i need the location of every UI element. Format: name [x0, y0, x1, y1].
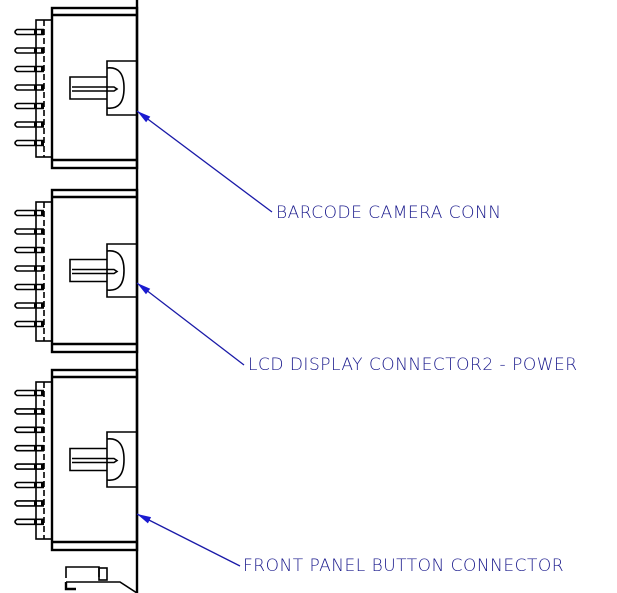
mounting-bracket — [64, 566, 138, 593]
pin — [14, 463, 44, 470]
arrowhead-icon — [137, 111, 151, 123]
pin — [14, 28, 44, 36]
pin — [14, 228, 44, 235]
pin — [14, 102, 44, 110]
pin — [14, 426, 44, 434]
pin — [14, 84, 44, 91]
pin — [14, 500, 44, 507]
leader-line — [136, 513, 241, 567]
pin — [14, 283, 44, 291]
connector-barcode-camera — [14, 6, 139, 170]
pin — [14, 408, 44, 415]
pin — [14, 209, 44, 217]
pin — [14, 65, 44, 73]
leader-line — [136, 110, 273, 213]
pin — [14, 481, 44, 489]
pin — [14, 246, 44, 254]
pin — [14, 518, 44, 526]
connector-latch — [69, 243, 137, 298]
pin — [14, 302, 44, 309]
pin — [14, 139, 44, 147]
pin — [14, 121, 44, 128]
pin — [14, 444, 44, 452]
pin — [14, 389, 44, 397]
leader-line — [136, 282, 245, 366]
label-barcode-camera: BARCODE CAMERA CONN — [276, 203, 502, 223]
arrowhead-icon — [137, 283, 151, 295]
label-front-panel-button: FRONT PANEL BUTTON CONNECTOR — [243, 556, 565, 576]
connector-latch — [69, 60, 137, 116]
leader-lcd-display-power — [136, 282, 245, 366]
leader-barcode-camera — [136, 110, 273, 213]
pin — [14, 265, 44, 272]
connector-latch — [69, 431, 137, 488]
connector-lcd-display-power — [14, 188, 139, 354]
leader-front-panel-button — [136, 513, 241, 567]
pin — [14, 320, 44, 328]
arrowhead-icon — [137, 514, 152, 524]
connector-front-panel-button — [14, 368, 139, 552]
label-lcd-display-power: LCD DISPLAY CONNECTOR2 - POWER — [248, 355, 578, 375]
pin — [14, 47, 44, 54]
